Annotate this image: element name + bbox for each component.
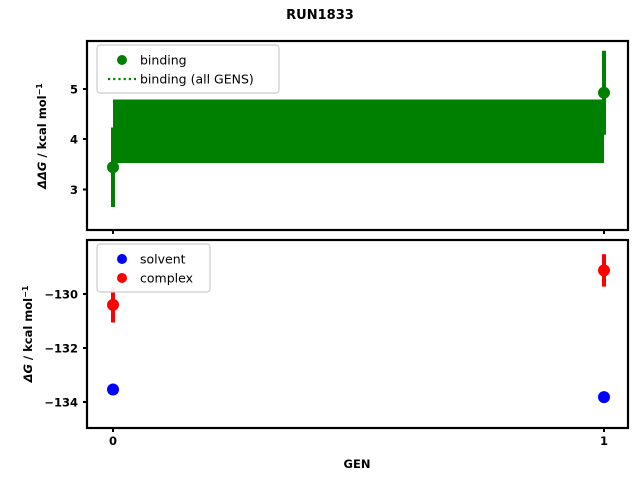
legend-frame [96, 44, 280, 94]
legend-marker-dot-icon [117, 254, 127, 264]
top-y-ticks: 5 4 3 [70, 83, 87, 197]
bottom-ylabel: ΔG / kcal mol−1 [21, 285, 35, 383]
xtick-label-0: 0 [109, 434, 117, 448]
top-ylabel-group: ΔΔG / kcal mol−1 [35, 83, 49, 190]
top-axes-frame [85, 39, 630, 232]
top-x-ticks [112, 230, 605, 234]
bottom-solvent-point-gen0[interactable] [107, 383, 119, 396]
bottom-ylabel-group: ΔG / kcal mol−1 [21, 285, 35, 383]
bottom-complex-point-gen0[interactable] [107, 287, 119, 323]
bottom-solvent-point-gen1[interactable] [598, 391, 610, 404]
band-fill [113, 99, 604, 163]
bottom-ylabel-unit: / kcal mol [21, 298, 35, 364]
data-marker[interactable] [598, 391, 610, 404]
bottom-ylabel-sup: −1 [21, 285, 30, 298]
bottom-complex-point-gen1[interactable] [598, 254, 610, 287]
top-ylabel-symbol: ΔΔG [35, 162, 49, 190]
xtick-label-1: 1 [600, 434, 608, 448]
top-legend[interactable]: binding binding (all GENS) [96, 44, 280, 94]
legend-entry-complex[interactable]: complex [117, 271, 193, 286]
top-binding-all-gens-band [113, 99, 604, 163]
legend-entry-binding-all-gens[interactable]: binding (all GENS) [108, 72, 254, 87]
legend-label-binding: binding [140, 53, 187, 68]
legend-label-binding-all-gens: binding (all GENS) [140, 72, 254, 87]
ytick-label-m134: −134 [44, 396, 78, 410]
bottom-legend[interactable]: solvent complex [96, 243, 211, 293]
legend-entry-solvent[interactable]: solvent [117, 252, 186, 267]
data-marker[interactable] [598, 264, 610, 277]
legend-entry-binding[interactable]: binding [117, 53, 187, 68]
legend-label-complex: complex [140, 271, 193, 286]
bottom-ylabel-symbol: ΔG [21, 364, 35, 383]
bottom-axes-frame [85, 238, 630, 430]
bottom-y-ticks: −130 −132 −134 [44, 288, 87, 410]
data-marker[interactable] [107, 383, 119, 396]
data-marker[interactable] [598, 86, 610, 99]
top-panel: 5 4 3 ΔΔG / kcal mol−1 binding [35, 39, 630, 234]
bottom-panel: −130 −132 −134 0 1 GEN ΔG / kcal mol−1 [21, 238, 630, 471]
bottom-xlabel: GEN [344, 457, 371, 471]
legend-marker-dot-icon [117, 273, 127, 283]
ytick-label-m132: −132 [44, 342, 78, 356]
ytick-label-m130: −130 [44, 288, 78, 302]
top-ylabel: ΔΔG / kcal mol−1 [35, 83, 49, 190]
legend-marker-dot-icon [117, 55, 127, 65]
top-ylabel-unit: / kcal mol [35, 95, 49, 161]
ytick-label-4: 4 [70, 133, 78, 147]
data-marker[interactable] [107, 298, 119, 311]
top-binding-point-gen1[interactable] [598, 50, 610, 135]
top-ylabel-sup: −1 [35, 83, 44, 96]
legend-label-solvent: solvent [140, 252, 186, 267]
ytick-label-5: 5 [70, 83, 78, 97]
top-binding-point-gen0[interactable] [107, 127, 119, 208]
data-marker[interactable] [107, 161, 119, 174]
bottom-x-ticks: 0 1 [109, 428, 608, 448]
figure-title: RUN1833 [286, 8, 354, 23]
ytick-label-3: 3 [70, 183, 78, 197]
